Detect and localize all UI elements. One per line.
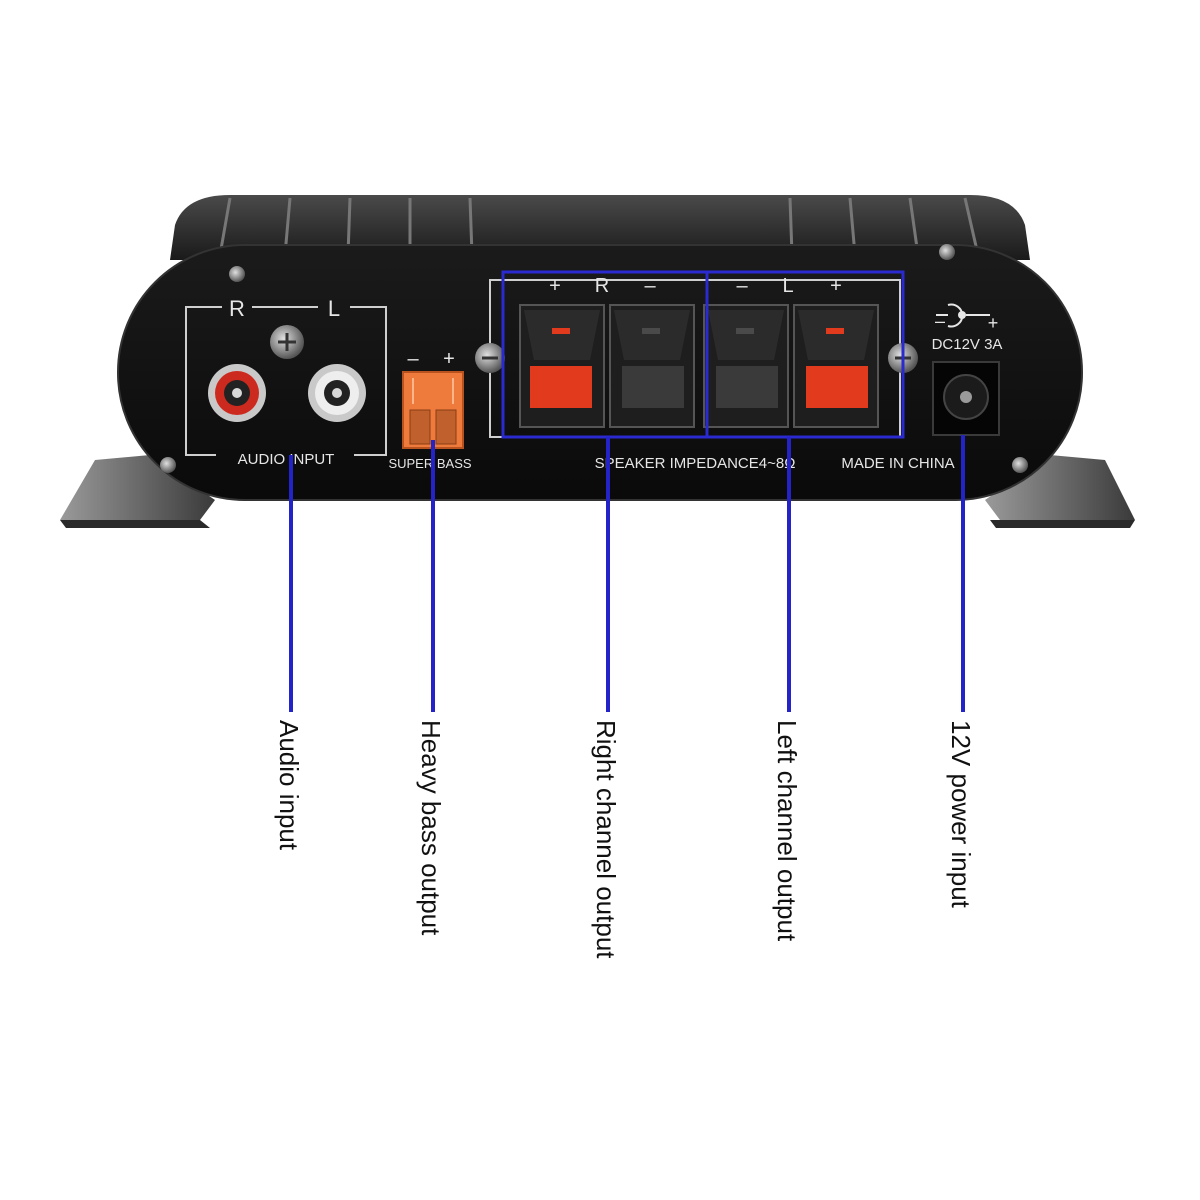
dc-symbol-minus: – [935,311,945,331]
made-in-label: MADE IN CHINA [841,455,954,472]
dc-polarity-icon [936,303,990,328]
rca-right-letter: R [229,296,245,321]
left-mounting-bracket [60,455,215,528]
left-terminal-minus: – [736,275,748,297]
rca-left-letter: L [328,296,340,321]
rca-screw-icon [270,325,304,359]
speaker-left-plus-terminal[interactable] [793,304,879,428]
rca-jack-left[interactable] [308,364,366,422]
audio-input-callout: Audio input [274,720,304,851]
speaker-right-plus-terminal[interactable] [519,304,605,428]
left-terminal-letter: L [782,275,793,297]
rca-jack-right[interactable] [208,364,266,422]
right-terminal-plus: + [549,275,561,297]
left-output-callout: Left channel output [772,720,802,942]
bass-output-callout: Heavy bass output [416,720,446,936]
left-channel-highlight [705,270,905,439]
super-bass-label: SUPER BASS [388,456,471,471]
super-bass-terminal-block[interactable] [402,371,464,449]
dc-symbol-plus: + [988,313,999,333]
speaker-left-minus-terminal[interactable] [703,304,789,428]
super-bass-plus: + [443,348,455,370]
speaker-impedance-label: SPEAKER IMPEDANCE4~8Ω [595,455,796,472]
right-mounting-bracket [985,455,1135,528]
power-input-callout: 12V power input [946,720,976,908]
rca-input-frame [185,306,387,456]
right-terminal-letter: R [595,275,609,297]
audio-input-label: AUDIO INPUT [238,451,335,468]
panel-screw-icon [160,244,1028,473]
speaker-right-minus-terminal[interactable] [609,304,695,428]
dc-power-jack[interactable] [932,361,1000,436]
super-bass-minus: – [407,348,419,370]
right-output-callout: Right channel output [591,720,621,959]
left-terminal-plus: + [830,275,842,297]
right-terminal-minus: – [644,275,656,297]
power-rating-label: DC12V 3A [932,336,1003,353]
